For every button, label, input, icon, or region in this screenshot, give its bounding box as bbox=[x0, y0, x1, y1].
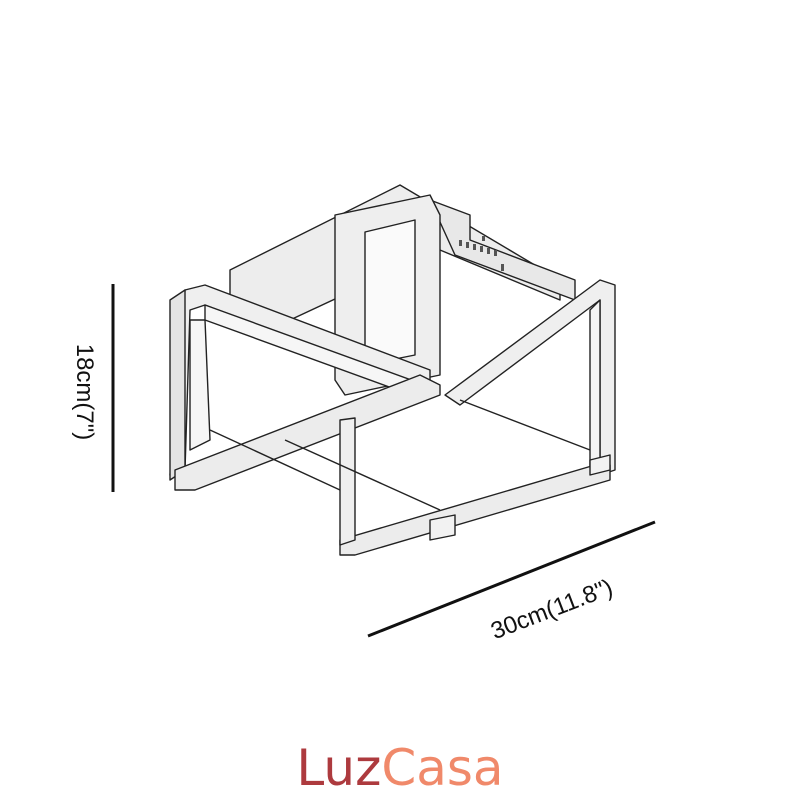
width-dimension-line bbox=[367, 520, 656, 638]
brand-logo-part2: Casa bbox=[381, 739, 504, 797]
brand-logo: LuzCasa bbox=[0, 738, 800, 798]
height-dimension-label: 18cm(7") bbox=[71, 343, 98, 441]
brand-logo-part1: Luz bbox=[296, 739, 382, 797]
